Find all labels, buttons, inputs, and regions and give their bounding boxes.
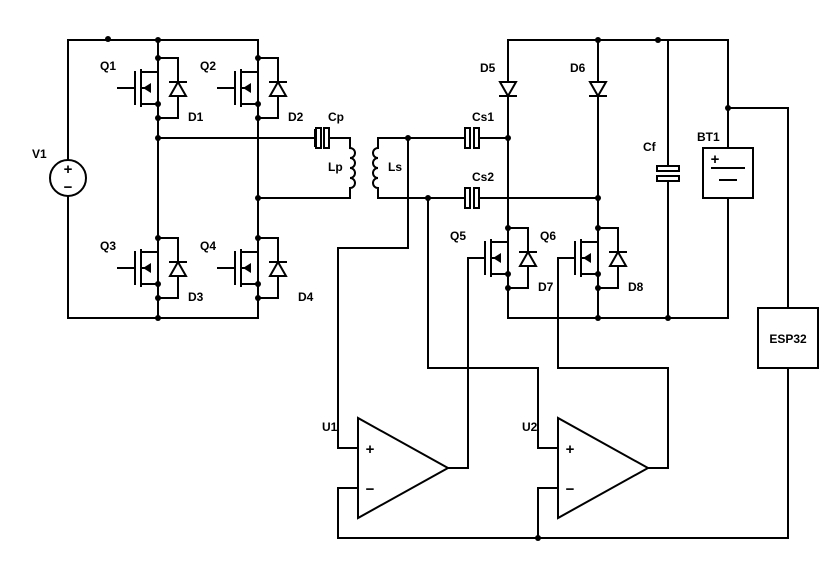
svg-text:Q3: Q3 — [100, 239, 116, 253]
svg-text:Q5: Q5 — [450, 229, 466, 243]
diode-d6: D6 — [570, 61, 608, 99]
opamp-u1: + − U1 — [322, 416, 451, 520]
svg-text:BT1: BT1 — [697, 130, 720, 144]
svg-text:+: + — [711, 151, 720, 168]
inductor-ls: Ls — [372, 137, 402, 199]
svg-text:U2: U2 — [522, 420, 538, 434]
svg-text:ESP32: ESP32 — [769, 332, 807, 346]
svg-text:U1: U1 — [322, 420, 338, 434]
svg-text:−: − — [64, 179, 73, 196]
svg-text:D8: D8 — [628, 280, 644, 294]
mosfet-q2: Q2 D2 — [200, 55, 304, 124]
svg-text:D6: D6 — [570, 61, 586, 75]
svg-text:D5: D5 — [480, 61, 496, 75]
svg-text:+: + — [566, 441, 575, 458]
svg-text:Cp: Cp — [328, 110, 344, 124]
svg-text:−: − — [566, 481, 575, 498]
input-source-v1: + − V1 — [32, 36, 259, 319]
svg-text:Ls: Ls — [388, 160, 402, 174]
svg-text:Q4: Q4 — [200, 239, 216, 253]
capacitor-cs1: Cs1 — [464, 110, 494, 149]
battery-bt1: + BT1 — [697, 107, 754, 319]
mosfet-q1: Q1 D1 — [100, 55, 204, 124]
capacitor-cs2: Cs2 — [464, 170, 494, 209]
svg-text:Lp: Lp — [328, 160, 343, 174]
svg-text:Q2: Q2 — [200, 59, 216, 73]
svg-text:Cs1: Cs1 — [472, 110, 494, 124]
svg-text:+: + — [366, 441, 375, 458]
capacitor-cp: Cp — [314, 110, 351, 149]
svg-text:D3: D3 — [188, 290, 204, 304]
mosfet-q5: Q5 D7 — [450, 225, 554, 294]
mosfet-q3: Q3 D3 — [100, 235, 204, 304]
svg-text:D7: D7 — [538, 280, 554, 294]
svg-text:D2: D2 — [288, 110, 304, 124]
svg-text:Q6: Q6 — [540, 229, 556, 243]
microcontroller-esp32: ESP32 — [727, 107, 819, 539]
capacitor-cf: Cf — [643, 39, 680, 319]
diode-d5: D5 — [480, 61, 518, 99]
svg-text:D1: D1 — [188, 110, 204, 124]
opamp-u2: + − U2 — [522, 416, 651, 520]
svg-text:−: − — [366, 481, 375, 498]
svg-text:+: + — [64, 161, 73, 178]
svg-text:Q1: Q1 — [100, 59, 116, 73]
label-v1: V1 — [32, 147, 47, 161]
svg-text:D4: D4 — [298, 290, 314, 304]
svg-text:Cf: Cf — [643, 140, 657, 154]
inductor-lp: Lp — [328, 146, 356, 199]
mosfet-q4: Q4 D4 — [200, 235, 314, 304]
svg-text:Cs2: Cs2 — [472, 170, 494, 184]
mosfet-q6: Q6 D8 — [540, 225, 644, 294]
